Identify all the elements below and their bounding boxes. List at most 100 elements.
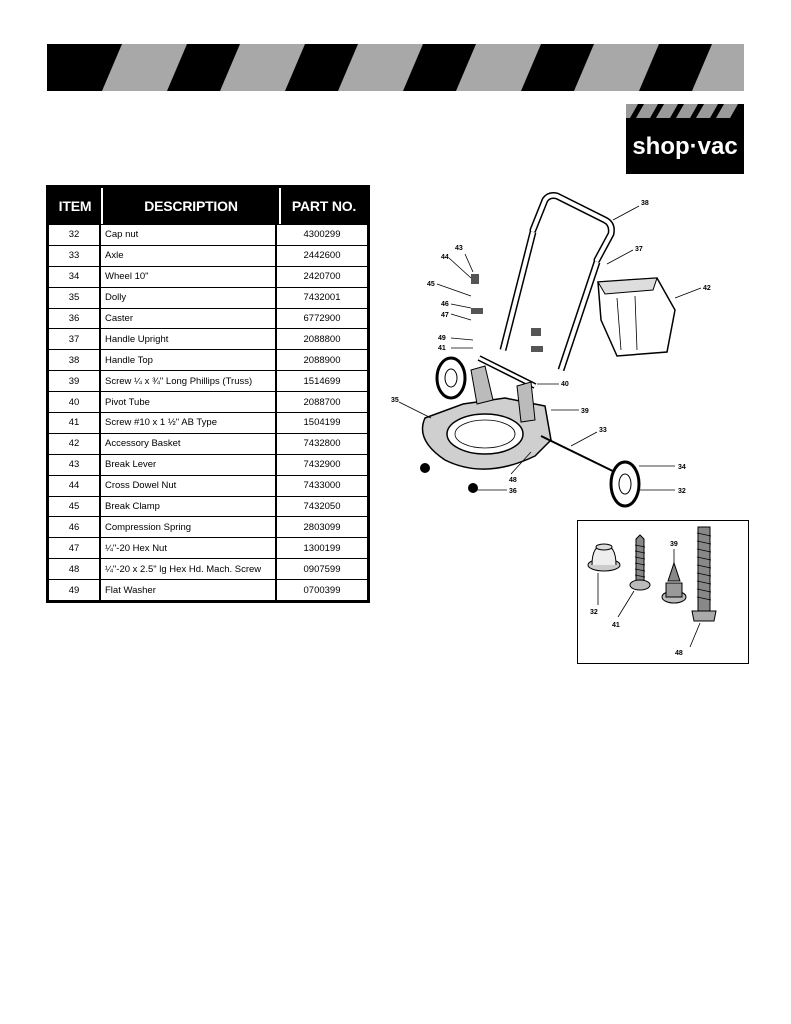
- description-cell: Screw ¼ x ¾" Long Phillips (Truss): [101, 371, 277, 392]
- part-no-cell: 4300299: [303, 229, 341, 241]
- callout-38: 38: [641, 200, 649, 207]
- part-no-cell: 2420700: [303, 271, 341, 283]
- item-cell: 33: [49, 245, 101, 266]
- item-cell: 39: [49, 371, 101, 392]
- part-no-cell: 2088900: [303, 354, 341, 366]
- callout-35: 35: [391, 397, 399, 404]
- description-cell: Wheel 10": [101, 266, 277, 287]
- callout-36: 36: [509, 488, 517, 495]
- callout-49: 49: [438, 335, 446, 342]
- shop-vac-logo: shop·vac: [626, 104, 744, 174]
- description-cell: Cross Dowel Nut: [101, 475, 277, 496]
- detail-callout-32: 32: [590, 609, 598, 616]
- detail-callout-48: 48: [675, 650, 683, 657]
- detail-callout-41: 41: [612, 622, 620, 629]
- logo-wordmark: shop·vac: [632, 133, 737, 160]
- header-description: DESCRIPTION: [103, 188, 281, 224]
- part-no-cell: 2088800: [303, 333, 341, 345]
- part-no-cell: 2442600: [303, 250, 341, 262]
- header-part-no: PART NO.: [291, 198, 357, 214]
- part-no-cell: 7433000: [303, 480, 341, 492]
- item-cell: 49: [49, 580, 101, 601]
- part-no-cell: 7432050: [303, 501, 341, 513]
- callout-34: 34: [678, 464, 686, 471]
- part-no-cell: 2088700: [303, 396, 341, 408]
- part-no-cell: 6772900: [303, 313, 341, 324]
- part-no-cell: 0907599: [303, 563, 341, 575]
- description-cell: ¼"-20 x 2.5" lg Hex Hd. Mach. Screw: [101, 559, 277, 580]
- part-no-cell: 1504199: [303, 417, 341, 429]
- item-cell: 44: [49, 475, 101, 496]
- callout-39: 39: [581, 408, 589, 415]
- diagram-callouts: 38 37 43 44 45 42 46 47 49 41 40 35 39 3…: [391, 200, 711, 495]
- item-cell: 38: [49, 350, 101, 371]
- item-cell: 48: [49, 559, 101, 580]
- part-no-cell: 0700399: [303, 584, 341, 596]
- item-cell: 47: [49, 538, 101, 559]
- item-cell: 43: [49, 454, 101, 475]
- item-cell: 41: [49, 413, 101, 433]
- description-cell: Pivot Tube: [101, 392, 277, 413]
- header-stripe-banner: [47, 44, 744, 91]
- callout-41: 41: [438, 345, 446, 352]
- description-cell: Compression Spring: [101, 517, 277, 538]
- part-no-cell: 7432001: [303, 292, 341, 304]
- item-cell: 46: [49, 517, 101, 538]
- description-cell: Axle: [101, 245, 277, 266]
- description-cell: ¼"-20 Hex Nut: [101, 538, 277, 559]
- callout-32: 32: [678, 488, 686, 495]
- item-cell: 36: [49, 308, 101, 329]
- description-cell: Flat Washer: [101, 580, 277, 601]
- hardware-detail-box: 39 32 41 48: [577, 520, 749, 664]
- callout-46: 46: [441, 301, 449, 308]
- description-cell: Break Clamp: [101, 496, 277, 517]
- description-cell: Screw #10 x 1 ½" AB Type: [101, 413, 277, 433]
- callout-48: 48: [509, 477, 517, 484]
- description-cell: Caster: [101, 308, 277, 329]
- description-cell: Handle Upright: [101, 329, 277, 350]
- callout-42: 42: [703, 285, 711, 292]
- callout-45: 45: [427, 281, 435, 288]
- callout-47: 47: [441, 312, 449, 319]
- item-cell: 34: [49, 266, 101, 287]
- item-cell: 32: [49, 225, 101, 245]
- callout-44: 44: [441, 254, 449, 261]
- item-cell: 42: [49, 433, 101, 454]
- callout-43: 43: [455, 245, 463, 252]
- description-cell: Handle Top: [101, 350, 277, 371]
- callout-37: 37: [635, 246, 643, 253]
- exploded-parts-diagram: 38 37 43 44 45 42 46 47 49 41 40 35 39 3…: [391, 192, 711, 508]
- description-cell: Cap nut: [101, 225, 277, 245]
- description-cell: Dolly: [101, 287, 277, 308]
- part-no-cell: 1300199: [303, 542, 341, 554]
- item-cell: 40: [49, 392, 101, 413]
- callout-40: 40: [561, 381, 569, 388]
- part-no-cell: 7432900: [303, 459, 341, 471]
- item-cell: 37: [49, 329, 101, 350]
- part-no-cell: 2803099: [303, 521, 341, 533]
- table-header: ITEM DESCRIPTION PART NO.: [49, 188, 367, 224]
- part-no-cell: 1514699: [303, 375, 341, 387]
- item-cell: 35: [49, 287, 101, 308]
- item-cell: 45: [49, 496, 101, 517]
- header-item: ITEM: [49, 188, 103, 224]
